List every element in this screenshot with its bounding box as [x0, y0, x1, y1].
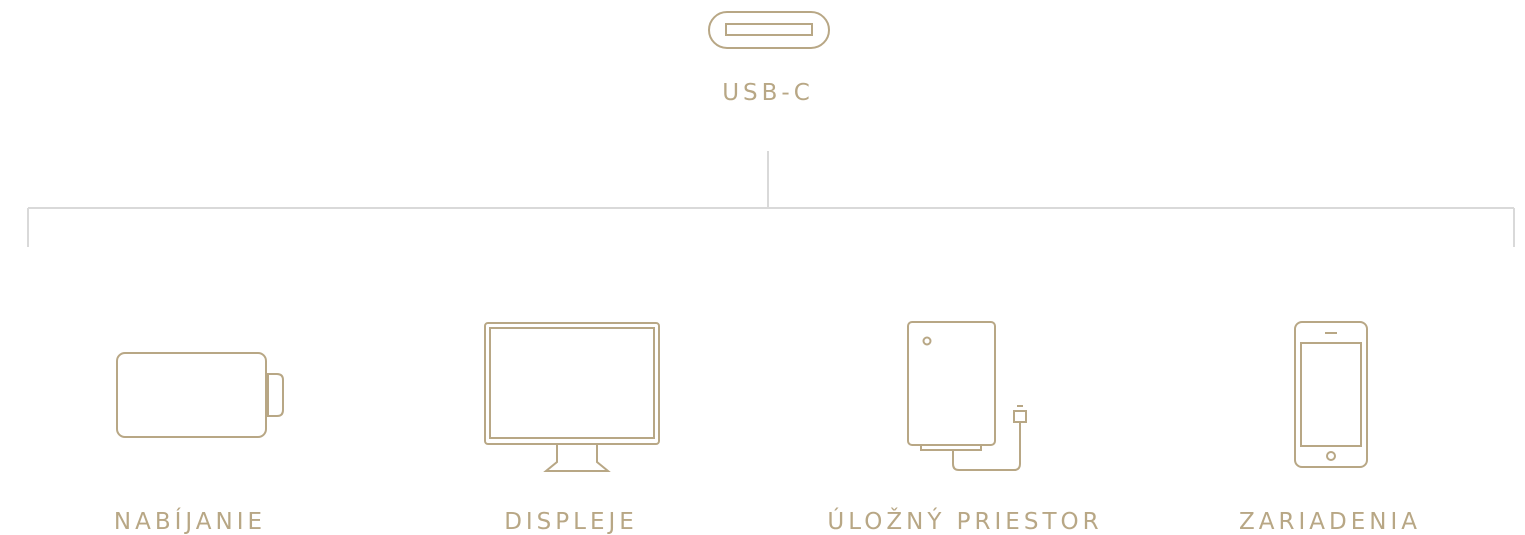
charging-label: NABÍJANIE: [113, 509, 267, 535]
usb-c-port-icon: [708, 11, 830, 49]
displays-label: DISPLEJE: [504, 509, 638, 535]
devices-label: ZARIADENIA: [1239, 509, 1421, 535]
external-storage-icon: [907, 321, 1027, 471]
battery-icon: [116, 352, 284, 438]
display-monitor-icon: [484, 322, 660, 472]
phone-icon: [1294, 321, 1368, 468]
connector-lines: [27, 151, 1515, 247]
usb-c-label: USB-C: [722, 80, 814, 106]
storage-label: ÚLOŽNÝ PRIESTOR: [827, 509, 1103, 535]
